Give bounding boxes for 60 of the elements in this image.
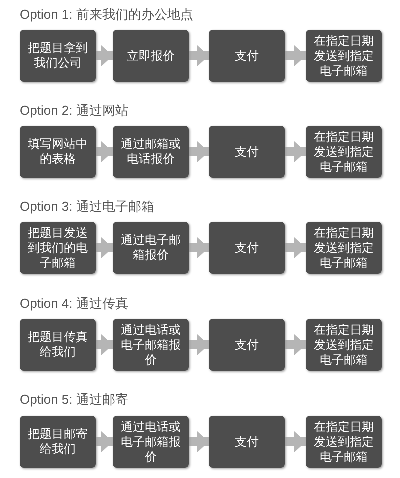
block-arrow xyxy=(189,45,209,67)
box-text: 通过电话或电子邮箱报价 xyxy=(120,322,182,368)
process-box xyxy=(20,126,96,178)
box-text: 通过邮箱或电话报价 xyxy=(120,137,182,167)
option-heading: Option 4: 通过传真 xyxy=(20,295,128,313)
process-box xyxy=(306,319,382,371)
option-heading: Option 5: 通过邮寄 xyxy=(20,391,128,409)
block-arrow xyxy=(96,237,113,259)
process-box xyxy=(306,416,382,468)
block-arrow xyxy=(96,141,113,163)
process-box xyxy=(306,222,382,274)
process-box xyxy=(113,416,189,468)
box-text: 在指定日期发送到指定电子邮箱 xyxy=(313,322,375,368)
process-box xyxy=(113,222,189,274)
process-box xyxy=(113,319,189,371)
process-box xyxy=(20,416,96,468)
process-box xyxy=(306,30,382,82)
process-box xyxy=(209,126,285,178)
block-arrow xyxy=(285,431,306,453)
box-text: 在指定日期发送到指定电子邮箱 xyxy=(313,34,375,78)
box-text: 在指定日期发送到指定电子邮箱 xyxy=(313,130,375,174)
box-text: 立即报价 xyxy=(127,48,175,64)
block-arrow xyxy=(285,45,306,67)
box-text: 在指定日期发送到指定电子邮箱 xyxy=(313,226,375,270)
option-heading: Option 2: 通过网站 xyxy=(20,102,128,120)
block-arrow xyxy=(189,141,209,163)
box-text: 支付 xyxy=(235,48,259,64)
process-box xyxy=(209,222,285,274)
process-box xyxy=(20,319,96,371)
process-box xyxy=(306,126,382,178)
box-text: 支付 xyxy=(235,240,259,256)
box-text: 填写网站中的表格 xyxy=(27,137,89,167)
process-box xyxy=(113,30,189,82)
box-text: 通过电子邮箱报价 xyxy=(120,233,182,263)
process-box xyxy=(20,222,96,274)
option-heading: Option 3: 通过电子邮箱 xyxy=(20,198,154,216)
box-text: 支付 xyxy=(235,338,259,352)
process-box xyxy=(209,30,285,82)
box-text: 把题目拿到我们公司 xyxy=(27,41,89,71)
block-arrow xyxy=(285,334,306,356)
block-arrow xyxy=(285,237,306,259)
process-box xyxy=(113,126,189,178)
block-arrow xyxy=(189,334,209,356)
option-heading: Option 1: 前来我们的办公地点 xyxy=(20,6,194,24)
process-box xyxy=(209,416,285,468)
block-arrow xyxy=(96,431,113,453)
box-text: 通过电话或电子邮箱报价 xyxy=(120,420,182,464)
box-text: 把题目邮寄给我们 xyxy=(27,427,89,457)
block-arrow xyxy=(96,45,113,67)
block-arrow xyxy=(96,334,113,356)
box-text: 支付 xyxy=(235,144,259,160)
block-arrow xyxy=(189,431,209,453)
box-text: 把题目传真给我们 xyxy=(27,330,89,360)
process-box xyxy=(20,30,96,82)
box-text: 支付 xyxy=(235,434,259,450)
box-text: 把题目发送到我们的电子邮箱 xyxy=(27,226,89,270)
process-box xyxy=(209,319,285,371)
box-text: 在指定日期发送到指定电子邮箱 xyxy=(313,420,375,464)
block-arrow xyxy=(285,141,306,163)
block-arrow xyxy=(189,237,209,259)
